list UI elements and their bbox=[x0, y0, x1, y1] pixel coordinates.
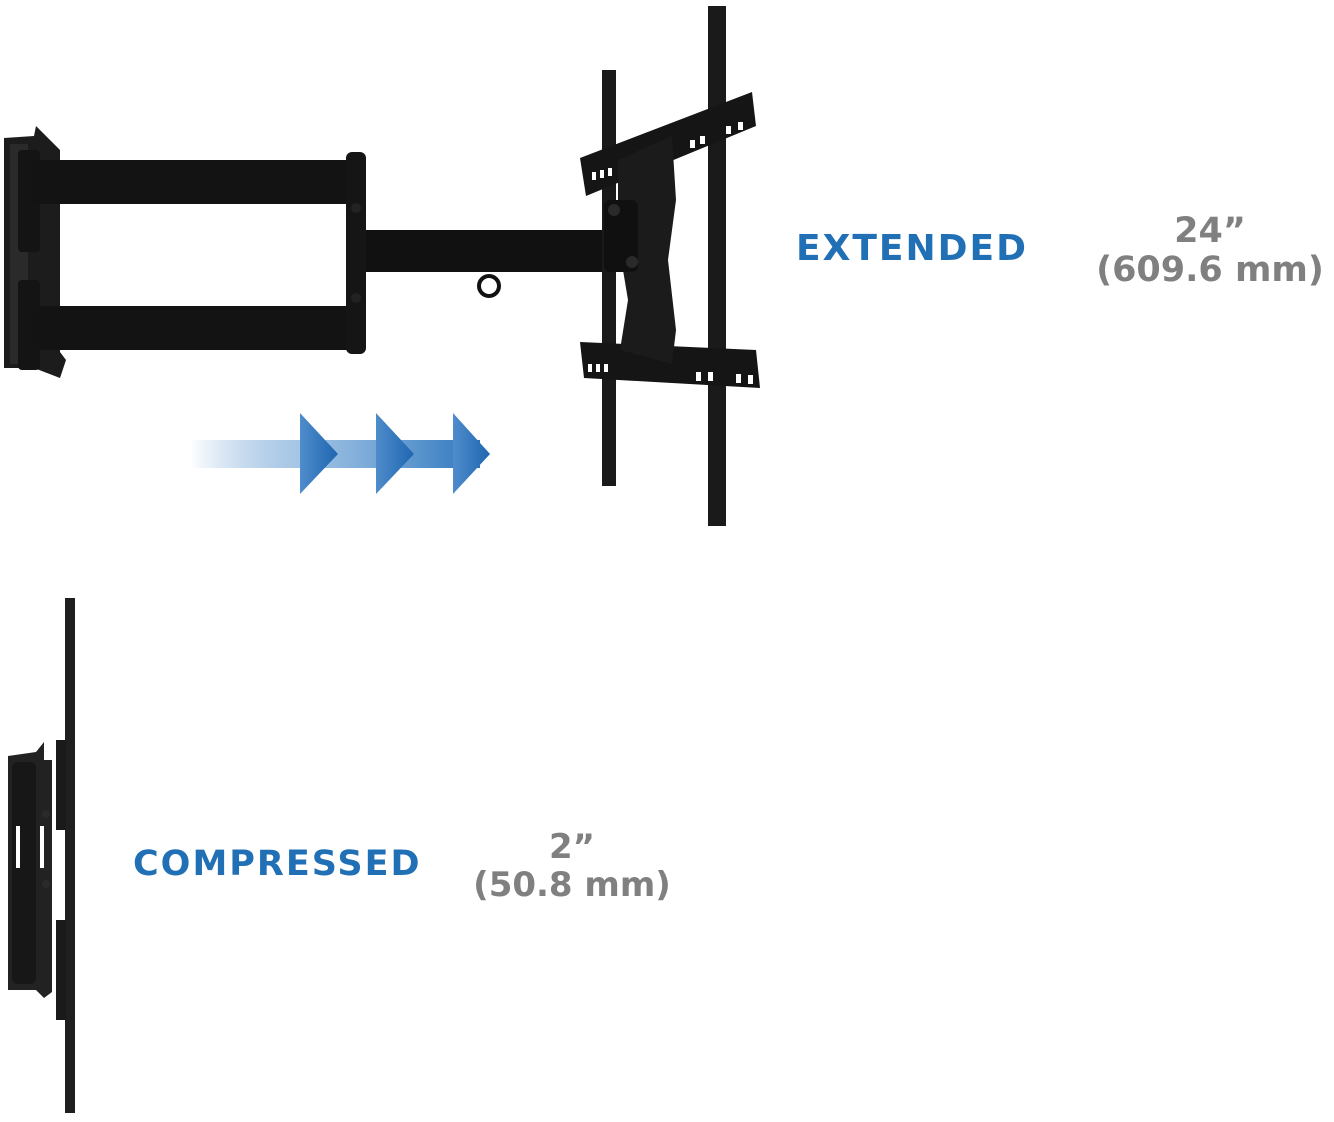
compressed-inches: 2” bbox=[548, 827, 595, 867]
extended-label: EXTENDED bbox=[796, 228, 1028, 269]
triple-right-arrow-icon bbox=[190, 413, 490, 494]
extended-mount-image bbox=[4, 6, 760, 526]
extended-inches: 24” bbox=[1174, 211, 1246, 251]
extended-measurement: 24” (609.6 mm) bbox=[1086, 211, 1334, 291]
compressed-mount-image bbox=[8, 598, 75, 1113]
extended-metric: (609.6 mm) bbox=[1096, 250, 1324, 291]
compressed-measurement: 2” (50.8 mm) bbox=[466, 828, 678, 904]
compressed-label: COMPRESSED bbox=[133, 844, 422, 884]
compressed-metric: (50.8 mm) bbox=[473, 865, 671, 906]
